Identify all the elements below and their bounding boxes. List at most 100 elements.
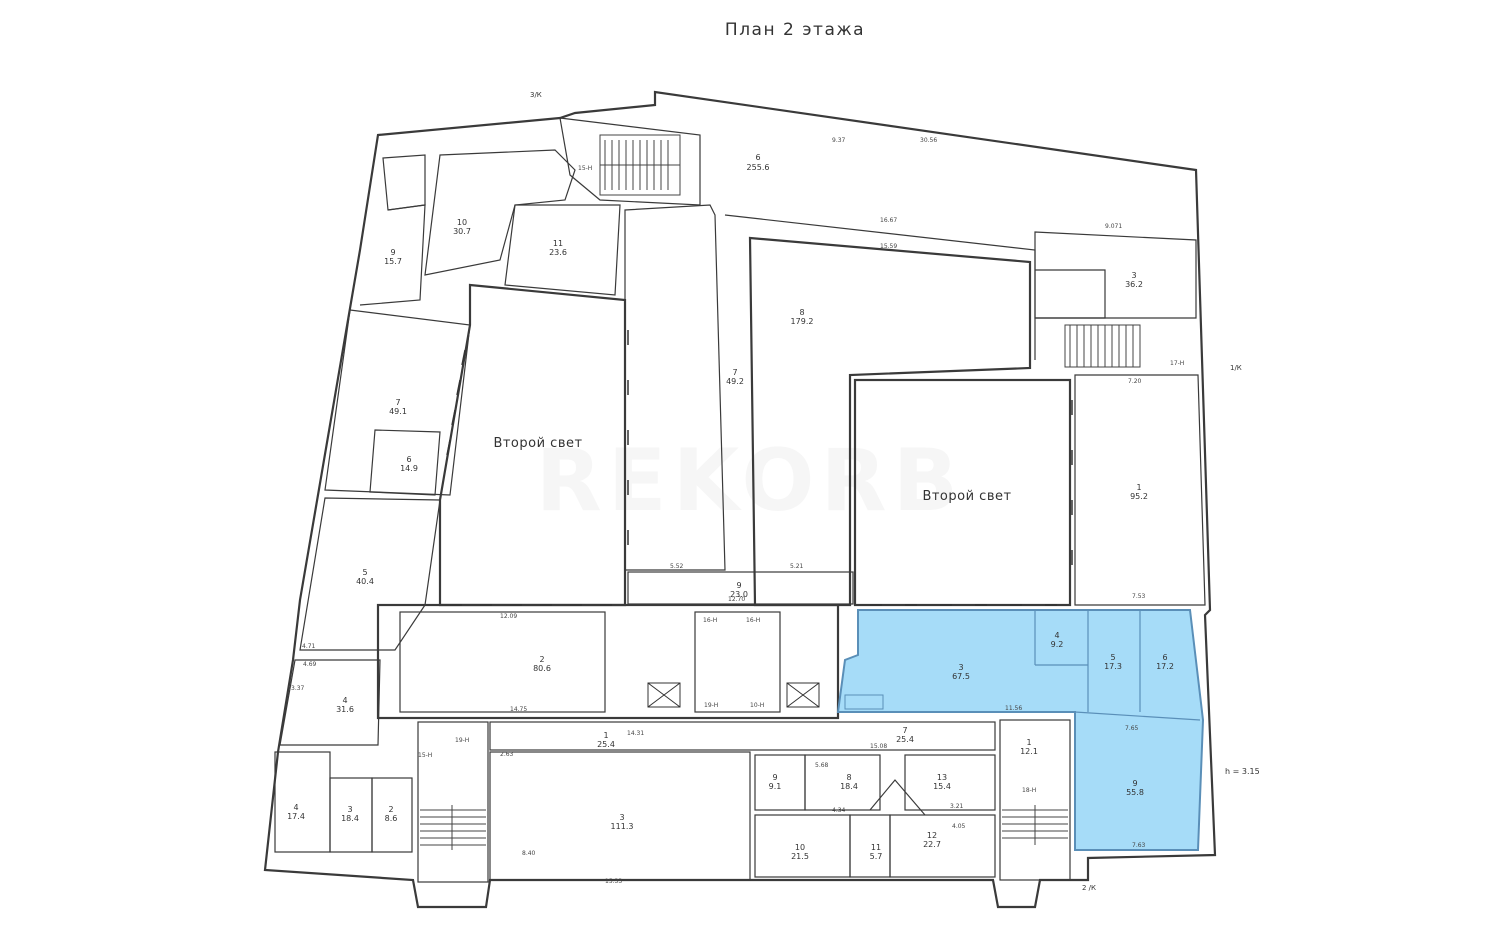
dimension: 5.52 xyxy=(670,563,684,570)
room-area: 18.4 xyxy=(341,814,359,823)
dimension: 9.071 xyxy=(1105,223,1122,230)
highlighted-unit[interactable] xyxy=(836,609,1205,851)
room-area: 17.4 xyxy=(287,812,305,821)
room-number: 3 xyxy=(958,663,963,672)
wall-room1-east xyxy=(1074,374,1206,606)
room-area: 55.8 xyxy=(1126,788,1144,797)
marker-3k: 3/К xyxy=(530,91,542,99)
room-number: 1 xyxy=(1026,738,1031,747)
wall-room2-sw xyxy=(371,777,413,853)
room-labels: 6 255.6 10 30.7 11 23.6 9 15.7 7 49.1 6 … xyxy=(287,153,1174,861)
room-area: 9.2 xyxy=(1051,640,1064,649)
room-area: 8.6 xyxy=(385,814,398,823)
room-area: 49.1 xyxy=(389,407,407,416)
room-area: 15.4 xyxy=(933,782,951,791)
wall-stair-top xyxy=(559,117,701,206)
dimension: 3.37 xyxy=(291,685,305,692)
wall-room7 xyxy=(324,309,471,496)
room-number: 6 xyxy=(406,455,411,464)
stair-label: 19-Н xyxy=(455,737,469,744)
room-area: 17.2 xyxy=(1156,662,1174,671)
stair-se xyxy=(1002,805,1068,845)
wall-room8 xyxy=(748,236,1032,607)
dimension: 15.33 xyxy=(605,878,622,885)
wall-room12 xyxy=(889,814,996,878)
room-number: 4 xyxy=(342,696,347,705)
dimension: 15.59 xyxy=(880,243,897,250)
room-number: 5 xyxy=(1110,653,1115,662)
height-note: h = 3.15 xyxy=(1225,767,1260,776)
dimension: 9.37 xyxy=(832,137,846,144)
room-area: 40.4 xyxy=(356,577,374,586)
room-area: 12.1 xyxy=(1020,747,1038,756)
room-area: 5.7 xyxy=(870,852,883,861)
dimension: 5.21 xyxy=(790,563,804,570)
wall-room8-small xyxy=(804,754,881,811)
room-area: 67.5 xyxy=(952,672,970,681)
room-number: 6 xyxy=(755,153,760,162)
room-area: 25.4 xyxy=(597,740,615,749)
stair-label: 10-Н xyxy=(750,702,764,709)
wall-corridor-south xyxy=(489,721,996,751)
room-area: 25.4 xyxy=(896,735,914,744)
room-area: 30.7 xyxy=(453,227,471,236)
room-area: 255.6 xyxy=(747,163,770,172)
wall-room10 xyxy=(424,149,576,276)
wall-diag-hall xyxy=(869,779,926,816)
room-number: 12 xyxy=(927,831,937,840)
wall-toilets-east xyxy=(1035,269,1106,319)
lift-2 xyxy=(786,682,820,708)
room-number: 10 xyxy=(457,218,467,227)
dimension: 15.08 xyxy=(870,743,887,750)
lift-1 xyxy=(647,682,681,708)
stair-sw xyxy=(420,805,486,850)
dimension: 4.05 xyxy=(952,823,966,830)
stair-label: 16-Н xyxy=(703,617,717,624)
room-number: 8 xyxy=(799,308,804,317)
wall-room3-east xyxy=(1034,231,1197,319)
wall-nw-1 xyxy=(382,154,426,211)
stair-label: 17-Н xyxy=(1170,360,1184,367)
room-area: 49.2 xyxy=(726,377,744,386)
dimension: 7.65 xyxy=(1125,725,1139,732)
room-area: 14.9 xyxy=(400,464,418,473)
room-number: 9 xyxy=(736,581,741,590)
room-area: 18.4 xyxy=(840,782,858,791)
room-area: 31.6 xyxy=(336,705,354,714)
dimension: 5.68 xyxy=(815,762,829,769)
room-number: 4 xyxy=(1054,631,1059,640)
stair-label: 15-Н xyxy=(418,752,432,759)
watermark: REKORB xyxy=(536,431,965,531)
dimension: 14.75 xyxy=(510,706,527,713)
stair-label: 19-Н xyxy=(704,702,718,709)
room-area: 23.6 xyxy=(549,248,567,257)
room-number: 6 xyxy=(1162,653,1167,662)
room-number: 7 xyxy=(395,398,400,407)
room-area: 22.7 xyxy=(923,840,941,849)
room-number: 9 xyxy=(772,773,777,782)
dimension: 4.69 xyxy=(303,661,317,668)
wall-room4-sw xyxy=(274,751,331,853)
room-area: 111.3 xyxy=(611,822,634,831)
dimension-labels: 12.09 14.75 14.31 15.08 15.33 11.56 7.65… xyxy=(291,137,1146,885)
room-number: 1 xyxy=(1136,483,1141,492)
room-number: 3 xyxy=(347,805,352,814)
dimension: 12.09 xyxy=(500,613,517,620)
room-area: 15.7 xyxy=(384,257,402,266)
dimension: 30.56 xyxy=(920,137,937,144)
stair-east xyxy=(1064,324,1141,368)
room-number: 1 xyxy=(603,731,608,740)
room-number: 3 xyxy=(619,813,624,822)
stair-label: 15-Н xyxy=(578,165,592,172)
dimension: 8.40 xyxy=(522,850,536,857)
wall-corridor-north xyxy=(724,214,1036,360)
room-area: 23.0 xyxy=(730,590,748,599)
room-area: 95.2 xyxy=(1130,492,1148,501)
south-block-top xyxy=(376,603,840,720)
stair-top xyxy=(599,134,681,196)
room-area: 36.2 xyxy=(1125,280,1143,289)
dimension: 7.63 xyxy=(1132,842,1146,849)
room-area: 17.3 xyxy=(1104,662,1122,671)
room-number: 9 xyxy=(390,248,395,257)
